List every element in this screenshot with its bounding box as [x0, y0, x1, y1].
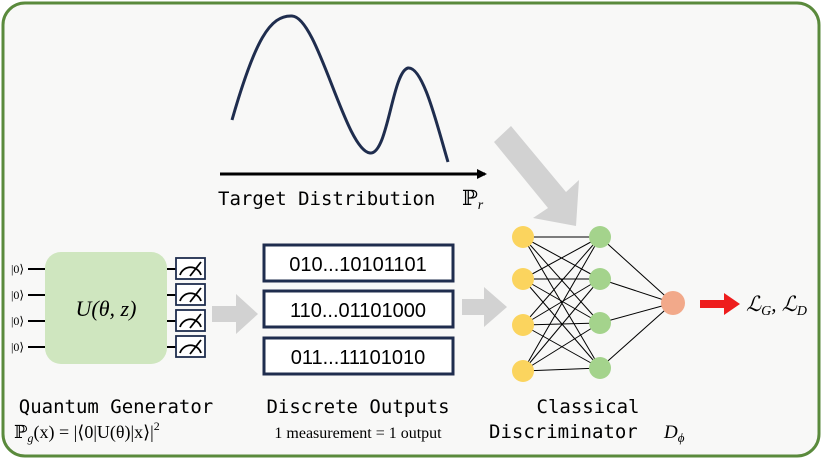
output-string: 110...01101000: [290, 300, 426, 322]
outputs-caption: 1 measurement = 1 output: [274, 425, 442, 442]
discrete-outputs: 010...10101101 110...01101000 011...1110…: [262, 243, 455, 376]
hidden-node: [589, 312, 611, 334]
output-node: [661, 291, 685, 315]
measurement-meter-icon: [175, 283, 206, 306]
target-to-discriminator-arrow: [494, 126, 579, 226]
output-box: [262, 336, 455, 376]
generator-title: Quantum Generator: [19, 396, 213, 418]
input-node: [512, 360, 534, 382]
generator-box: [45, 252, 167, 364]
generator-operator: U(θ, z): [76, 296, 137, 321]
target-label: Target Distribution: [218, 188, 435, 210]
qubit-label: |0⟩: [11, 340, 24, 354]
loss-label: ℒG, ℒD: [746, 292, 807, 319]
qubit-label: |0⟩: [11, 262, 24, 276]
output-string: 010...10101101: [289, 254, 427, 276]
hidden-node: [589, 357, 611, 379]
discriminator-symbol: Dϕ: [663, 422, 685, 445]
loss-arrow: [700, 293, 740, 315]
input-node: [512, 226, 534, 248]
measurement-meter-icon: [175, 257, 206, 280]
discriminator-title-line1: Classical: [537, 396, 640, 418]
outputs-title: Discrete Outputs: [266, 396, 449, 418]
measurement-meter-icon: [175, 309, 206, 332]
input-node: [512, 314, 534, 336]
input-node: [512, 268, 534, 290]
discriminator-network: [512, 226, 685, 382]
measurement-meter-icon: [175, 335, 206, 358]
qubit-label: |0⟩: [11, 314, 24, 328]
outputs-to-discriminator-arrow: [462, 287, 507, 327]
discriminator-title-line2: Discriminator: [489, 421, 638, 443]
quantum-generator: |0⟩ |0⟩ |0⟩ |0⟩ U(θ, z): [11, 252, 206, 364]
hidden-node: [589, 268, 611, 290]
qubit-label: |0⟩: [11, 288, 24, 302]
network-edges: [522, 236, 674, 372]
hidden-node: [589, 226, 611, 248]
output-box: [262, 289, 455, 329]
target-symbol: ℙr: [462, 186, 484, 213]
output-box: [262, 243, 455, 283]
generator-formula: ℙg(x) = |⟨0|U(θ)|x⟩|2: [14, 419, 160, 445]
output-string: 011...11101010: [291, 347, 426, 369]
generator-to-outputs-arrow: [212, 294, 258, 334]
target-distribution-curve: [230, 14, 450, 163]
